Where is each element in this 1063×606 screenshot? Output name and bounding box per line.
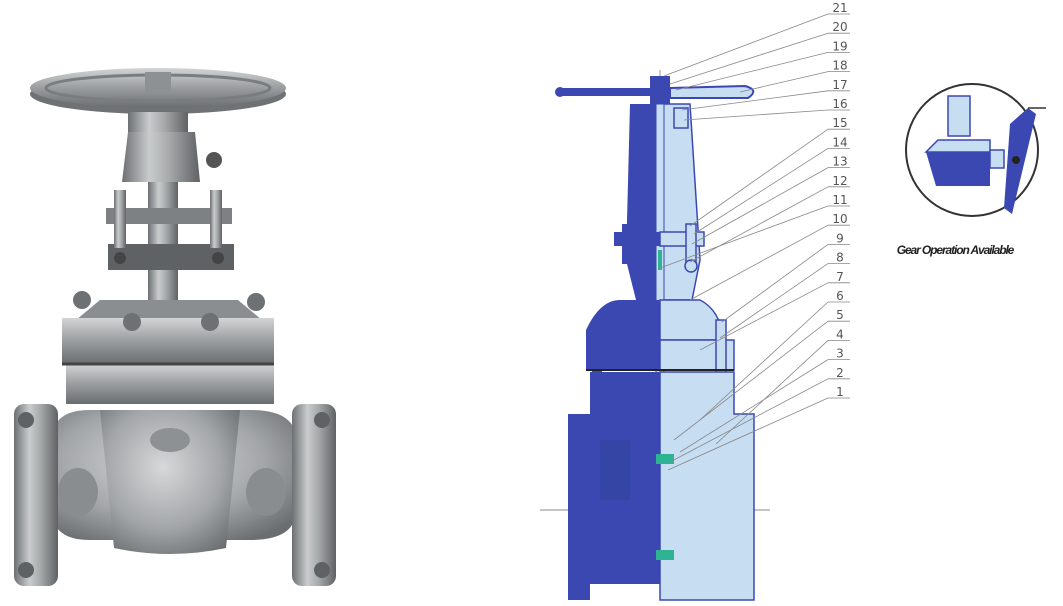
- callout-leader: [689, 186, 829, 263]
- callout-leader: [673, 320, 829, 441]
- callout-leader: [683, 109, 829, 121]
- callout-label: 18: [832, 59, 847, 73]
- callout-leader: [699, 282, 829, 351]
- callout-leader: [659, 205, 829, 269]
- callout-label: 19: [832, 39, 847, 53]
- callout-label: 2: [836, 366, 844, 380]
- callout-leader: [675, 52, 829, 91]
- gear-operation-caption: Gear Operation Available: [896, 243, 1015, 257]
- callout-label: 20: [832, 20, 847, 34]
- callout-leader: [681, 90, 829, 111]
- callout-leader: [679, 359, 829, 453]
- callout-leader: [669, 378, 829, 463]
- callout-leader: [689, 224, 829, 301]
- callout-label: 7: [836, 270, 844, 284]
- callout-label: 17: [832, 78, 847, 92]
- yoke: [106, 112, 234, 312]
- end-flange-right: [292, 404, 336, 586]
- callout-leader: [739, 71, 829, 93]
- callout-leader: [719, 263, 829, 339]
- callout-label: 14: [832, 135, 847, 149]
- callout-label: 4: [836, 327, 844, 341]
- handwheel: [30, 68, 286, 114]
- callout-leader: [667, 397, 829, 471]
- callout-leader: [669, 32, 829, 85]
- callout-label: 10: [832, 212, 847, 226]
- callout-leader: [663, 13, 829, 77]
- callout-label: 13: [832, 155, 847, 169]
- section-gland: [614, 223, 705, 273]
- callout-label: 6: [836, 289, 844, 303]
- bonnet-flange: [62, 291, 274, 404]
- section-bonnet: [586, 299, 735, 381]
- callout-leader: [691, 167, 829, 245]
- callout-leader: [693, 148, 829, 235]
- end-flange-left: [14, 404, 58, 586]
- callout-leader: [721, 244, 829, 323]
- gear-operator-icon: [905, 83, 1046, 217]
- callout-label: 9: [836, 231, 844, 245]
- section-body: [568, 371, 755, 601]
- callout-label: 11: [832, 193, 847, 207]
- callout-leader: [715, 340, 829, 445]
- callout-label: 8: [836, 251, 844, 265]
- section-handwheel: [555, 76, 755, 106]
- callout-label: 16: [832, 97, 847, 111]
- callout-label: 5: [836, 308, 844, 322]
- callout-label: 1: [836, 385, 844, 399]
- valve-body: [52, 410, 296, 554]
- callout-label: 12: [832, 174, 847, 188]
- callout-label: 21: [832, 1, 847, 15]
- callout-leader: [689, 128, 829, 227]
- callout-label: 15: [832, 116, 847, 130]
- callout-label: 3: [836, 347, 844, 361]
- callout-leader: [699, 301, 829, 421]
